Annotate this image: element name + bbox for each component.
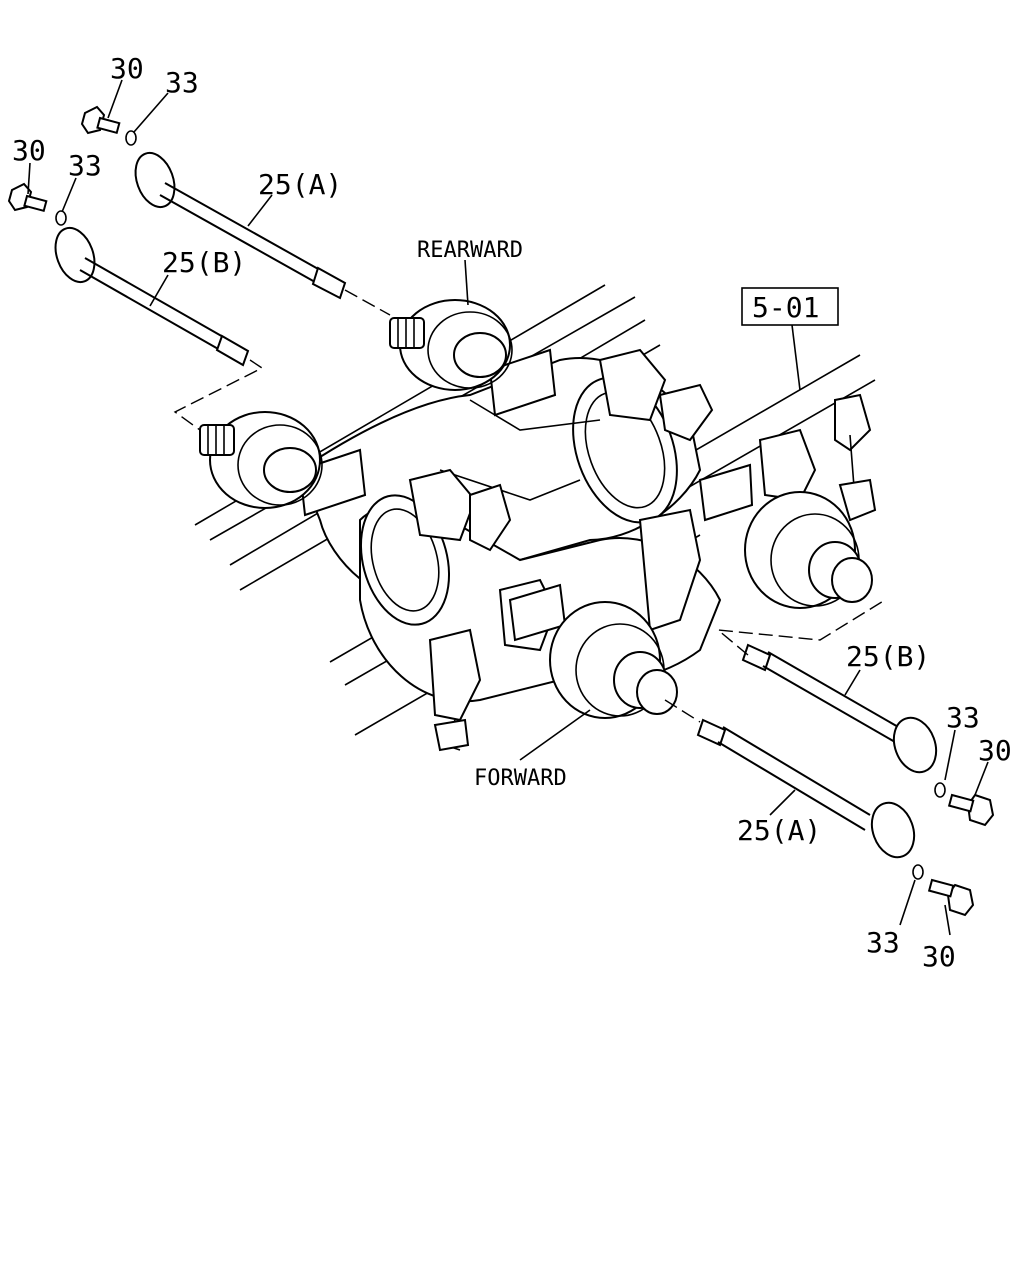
cross-members [298,348,754,642]
hub-rear-left [199,411,323,509]
label-bolt-30-d: 30 [922,940,956,973]
label-shaft-25b-upper: 25(B) [162,246,246,279]
label-bolt-30-a: 30 [110,52,144,85]
label-rearward: REARWARD [417,238,523,263]
washer-upper-1 [125,130,137,146]
bolt-upper-2 [7,182,48,213]
label-washer-33-b: 33 [68,149,102,182]
label-washer-33-c: 33 [946,701,980,734]
ref-box [741,287,839,326]
axle-shaft-a-upper [134,151,391,316]
hub-front-right [744,491,873,609]
label-washer-33-d: 33 [866,926,900,959]
bolt-lower-2 [927,878,975,917]
hub-rear-upper [389,299,513,391]
label-forward: FORWARD [474,766,567,791]
label-bolt-30-c: 30 [978,734,1012,767]
leader-lines [27,79,989,936]
suspension-brackets [408,348,877,752]
bolt-upper-1 [80,105,121,135]
axle-shaft-b-upper [54,226,264,431]
bolt-lower-1 [947,793,995,827]
hub-front-lower [549,601,678,719]
label-ref-5-01: 5-01 [752,291,819,324]
axle-shaft-b-lower [715,599,938,774]
label-bolt-30-b: 30 [12,134,46,167]
washer-lower-2 [912,864,924,880]
label-shaft-25a-upper: 25(A) [258,168,342,201]
axle-shaft-a-lower [664,699,916,859]
washer-lower-1 [934,782,946,798]
label-shaft-25a-lower: 25(A) [737,814,821,847]
label-shaft-25b-lower: 25(B) [846,640,930,673]
washer-upper-2 [55,210,67,226]
label-washer-33-a: 33 [165,66,199,99]
